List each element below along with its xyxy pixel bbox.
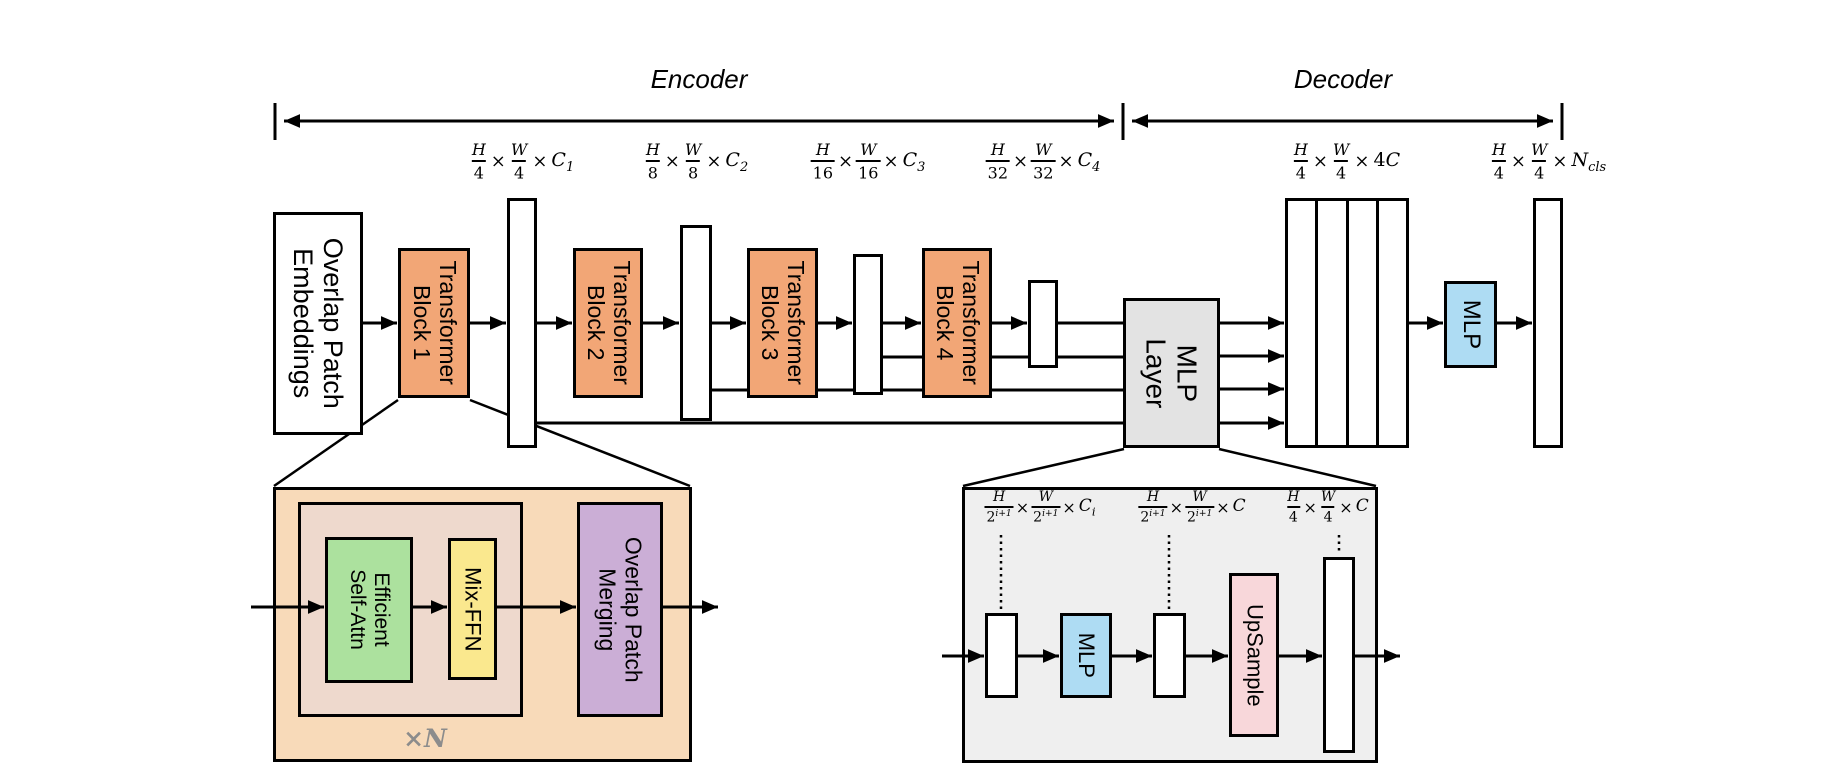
feature-map-stage1 [507,198,537,448]
output-feature-map [1533,198,1563,448]
transformer-block4-label: Transformer Block 4 [932,260,984,386]
upsample-label: UpSample [1242,603,1268,707]
transformer-block2-label: Transformer Block 2 [583,260,635,386]
overlap-patch-merging-label: Overlap Patch Merging [595,536,647,683]
decoder-span-label: Decoder [1293,64,1393,94]
mix-ffn-box: Mix-FFN [448,538,497,680]
repeat-n-label: ×N [403,724,447,753]
decoder-feature-map-2 [1315,201,1345,445]
mix-ffn-label: Mix-FFN [460,566,486,652]
transformer-block1-label: Transformer Block 1 [409,260,461,386]
feature-map-stage2 [680,225,712,421]
feature-map-stage4 [1028,280,1058,368]
overlap-patch-embeddings-box: Overlap Patch Embeddings [273,212,363,435]
mlp-layer-box: MLP Layer [1123,298,1220,448]
transformer-block1-box: Transformer Block 1 [398,248,470,398]
decoder-feature-map-1 [1288,201,1315,445]
decoder-mlp-box: MLP [1444,281,1497,368]
decoder-mlp-label: MLP [1457,299,1485,350]
transformer-block3-label: Transformer Block 3 [757,260,810,386]
mlp-layer-detail-fan-right [1218,447,1377,488]
efficient-self-attn-box: Efficient Self-Attn [325,537,413,683]
feature-map-stage3 [853,254,883,395]
decoder-feature-stack [1285,198,1409,448]
efficient-self-attn-label: Efficient Self-Attn [345,569,393,651]
mlp-layer-detail-fan-left [962,447,1125,488]
detail-feature-mid [1153,613,1186,698]
transformer-block3-box: Transformer Block 3 [747,248,818,398]
transformer-block2-box: Transformer Block 2 [573,248,643,398]
overlap-patch-merging-box: Overlap Patch Merging [577,502,663,717]
detail-feature-out [1323,557,1355,753]
detail-mlp-label: MLP [1074,632,1100,679]
mlp-layer-label: MLP Layer [1140,337,1203,409]
transformer-block4-box: Transformer Block 4 [922,248,992,398]
decoder-feature-map-3 [1345,201,1376,445]
decoder-feature-map-4 [1375,201,1406,445]
overlap-patch-embeddings-label: Overlap Patch Embeddings [288,237,349,410]
detail-mlp-box: MLP [1060,613,1112,698]
detail-feature-in [985,613,1018,698]
encoder-span-label: Encoder [650,64,748,94]
block1-detail-fan-right [469,398,691,488]
upsample-box: UpSample [1229,573,1279,737]
